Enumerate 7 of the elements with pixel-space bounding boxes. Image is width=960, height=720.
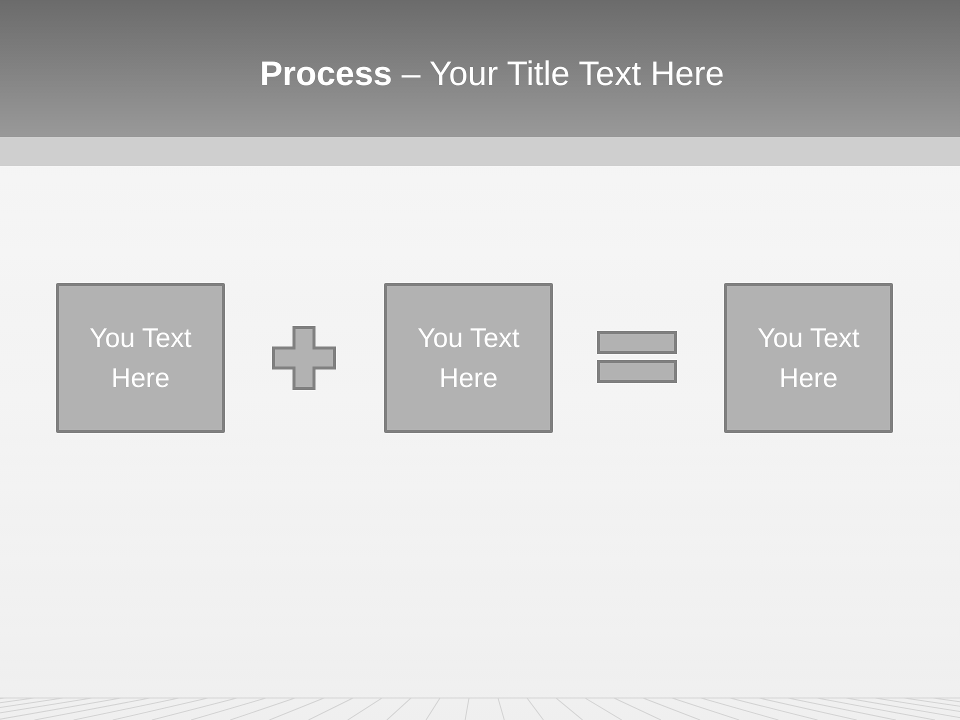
process-box (724, 283, 893, 433)
title: Process – Your Title Text Here (258, 54, 726, 95)
box-text: You Text Here (88, 322, 193, 395)
box-text: You Text Here (756, 322, 861, 395)
process-box (384, 283, 553, 433)
process-box (56, 283, 225, 433)
box-text: You Text Here (416, 322, 521, 395)
